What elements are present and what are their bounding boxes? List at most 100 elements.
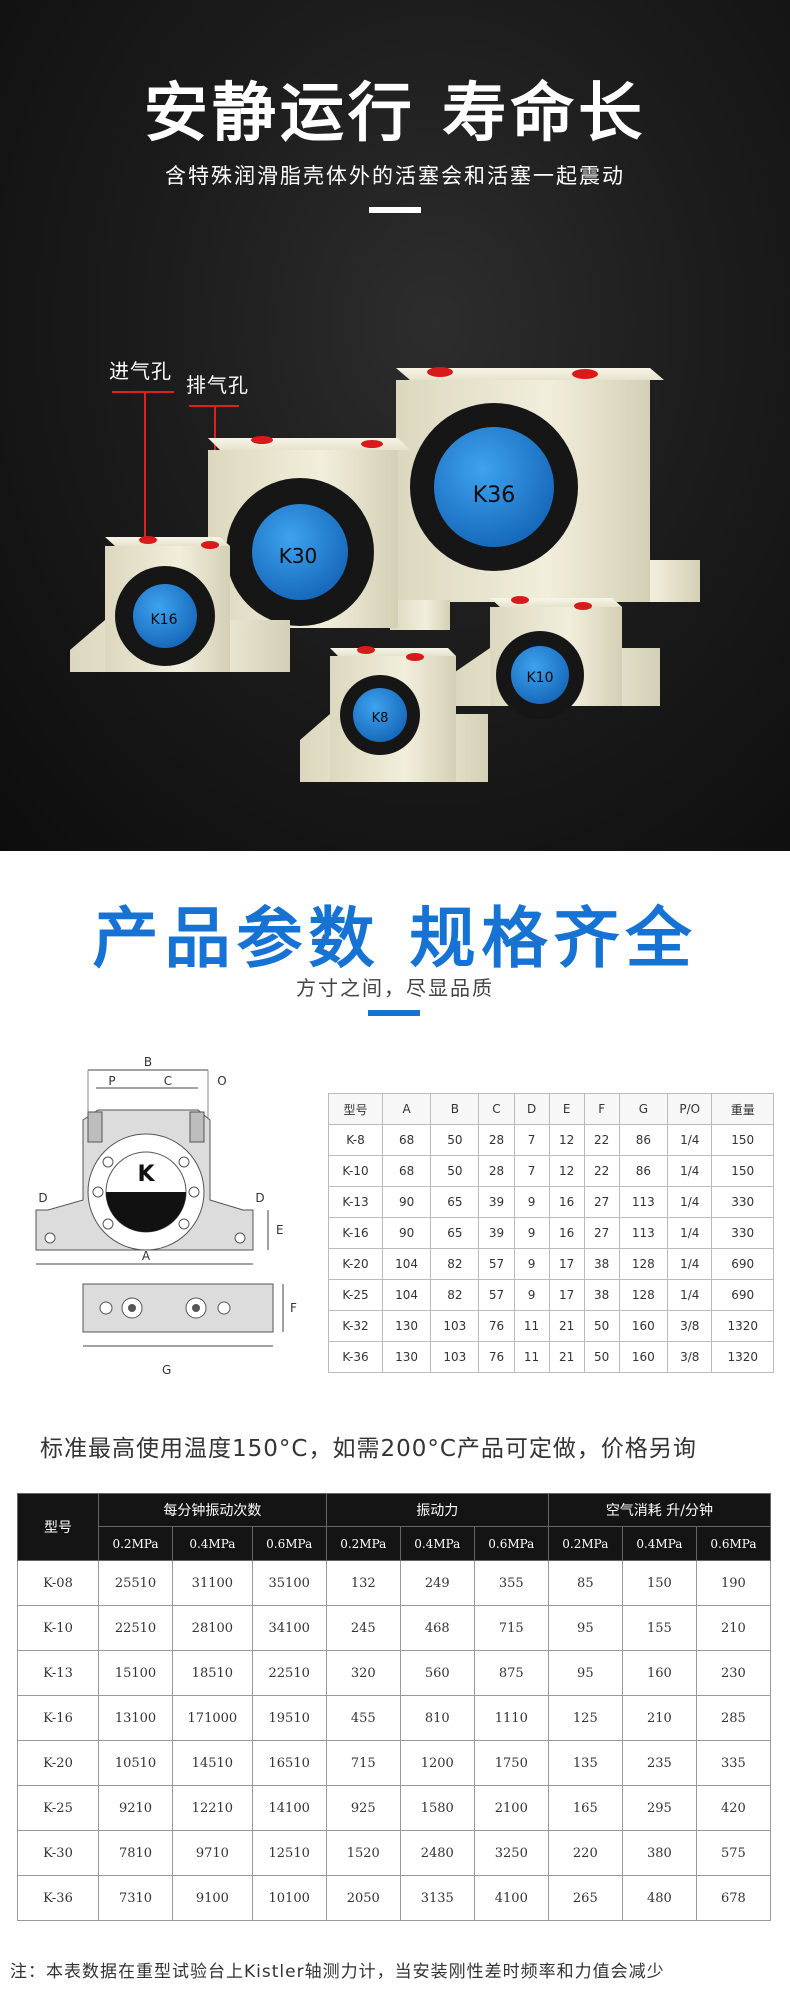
perf-pressure: 0.4MPa bbox=[399, 1526, 475, 1561]
dim-e: E bbox=[276, 1223, 284, 1237]
spec-cell: 12 bbox=[548, 1124, 585, 1156]
spec-cell: 50 bbox=[583, 1310, 620, 1342]
drawing-label-k: K bbox=[137, 1162, 155, 1187]
perf-cell: 7810 bbox=[97, 1830, 174, 1876]
spec-cell: 22 bbox=[583, 1124, 620, 1156]
spec-cell: 82 bbox=[430, 1248, 480, 1280]
perf-cell: 28100 bbox=[172, 1605, 253, 1651]
perf-cell: 1200 bbox=[399, 1740, 475, 1786]
perf-model-header: 型号 bbox=[17, 1493, 99, 1561]
spec-cell: 1/4 bbox=[666, 1124, 713, 1156]
spec-cell: 690 bbox=[711, 1248, 774, 1280]
spec-header: P/O bbox=[666, 1093, 713, 1125]
perf-cell-model: K-08 bbox=[17, 1560, 99, 1606]
dim-c: C bbox=[164, 1074, 172, 1088]
dim-b: B bbox=[144, 1055, 152, 1069]
perf-cell: 925 bbox=[325, 1785, 401, 1831]
perf-cell: 420 bbox=[695, 1785, 772, 1831]
spec-cell: 27 bbox=[583, 1186, 620, 1218]
perf-cell: 3250 bbox=[473, 1830, 549, 1876]
perf-cell: 15100 bbox=[97, 1650, 174, 1696]
perf-cell: 22510 bbox=[97, 1605, 174, 1651]
hero-divider bbox=[369, 207, 421, 213]
perf-cell: 95 bbox=[547, 1605, 623, 1651]
spec-cell: 150 bbox=[711, 1124, 774, 1156]
section-title: 产品参数 规格齐全 bbox=[92, 900, 698, 977]
spec-cell: 76 bbox=[478, 1310, 515, 1342]
spec-cell-model: K-16 bbox=[328, 1217, 383, 1249]
spec-cell: 330 bbox=[711, 1217, 774, 1249]
perf-cell: 10510 bbox=[97, 1740, 174, 1786]
perf-pressure-row: 0.2MPa 0.4MPa 0.6MPa 0.2MPa 0.4MPa 0.6MP… bbox=[18, 1526, 772, 1561]
spec-header: G bbox=[618, 1093, 668, 1125]
perf-cell: 125 bbox=[547, 1695, 623, 1741]
perf-cell: 132 bbox=[325, 1560, 401, 1606]
spec-cell: 65 bbox=[430, 1186, 480, 1218]
spec-cell: 1/4 bbox=[666, 1248, 713, 1280]
spec-cell: 9 bbox=[513, 1186, 550, 1218]
perf-cell: 22510 bbox=[251, 1650, 327, 1696]
spec-cell: 57 bbox=[478, 1248, 515, 1280]
spec-cell: 113 bbox=[618, 1186, 668, 1218]
perf-cell: 245 bbox=[325, 1605, 401, 1651]
callout-exhaust: 排气孔 bbox=[186, 373, 249, 397]
spec-cell: 16 bbox=[548, 1186, 585, 1218]
perf-cell: 560 bbox=[399, 1650, 475, 1696]
perf-cell: 10100 bbox=[251, 1875, 327, 1921]
dim-d-right: D bbox=[255, 1191, 264, 1205]
perf-cell: 165 bbox=[547, 1785, 623, 1831]
perf-cell: 575 bbox=[695, 1830, 772, 1876]
spec-cell: 39 bbox=[478, 1217, 515, 1249]
spec-cell: 28 bbox=[478, 1155, 515, 1187]
perf-group-frequency: 每分钟振动次数 bbox=[98, 1493, 327, 1527]
spec-cell: 76 bbox=[478, 1341, 515, 1373]
spec-cell: 1/4 bbox=[666, 1279, 713, 1311]
perf-pressure: 0.2MPa bbox=[547, 1526, 623, 1561]
spec-cell: 86 bbox=[618, 1124, 668, 1156]
perf-cell: 210 bbox=[695, 1605, 772, 1651]
perf-cell: 16510 bbox=[251, 1740, 327, 1786]
perf-cell: 715 bbox=[325, 1740, 401, 1786]
spec-cell: 160 bbox=[618, 1341, 668, 1373]
spec-cell: 130 bbox=[381, 1341, 432, 1373]
perf-cell-model: K-13 bbox=[17, 1650, 99, 1696]
perf-cell: 9710 bbox=[172, 1830, 253, 1876]
spec-cell: 21 bbox=[548, 1341, 585, 1373]
perf-pressure: 0.2MPa bbox=[97, 1526, 174, 1561]
perf-cell: 1580 bbox=[399, 1785, 475, 1831]
dimension-drawing: B C P O K D D E A F bbox=[35, 1055, 297, 1347]
spec-cell: 90 bbox=[381, 1217, 432, 1249]
perf-cell: 7310 bbox=[97, 1875, 174, 1921]
perf-cell: 171000 bbox=[172, 1695, 253, 1741]
perf-cell: 14510 bbox=[172, 1740, 253, 1786]
spec-cell-model: K-36 bbox=[328, 1341, 383, 1373]
perf-cell: 2480 bbox=[399, 1830, 475, 1876]
spec-cell-model: K-10 bbox=[328, 1155, 383, 1187]
perf-cell: 320 bbox=[325, 1650, 401, 1696]
dim-f: F bbox=[290, 1301, 297, 1315]
perf-pressure: 0.4MPa bbox=[172, 1526, 253, 1561]
perf-cell: 18510 bbox=[172, 1650, 253, 1696]
perf-pressure: 0.6MPa bbox=[473, 1526, 549, 1561]
perf-cell: 85 bbox=[547, 1560, 623, 1606]
perf-cell: 35100 bbox=[251, 1560, 327, 1606]
section-divider bbox=[368, 1010, 420, 1016]
spec-cell: 28 bbox=[478, 1124, 515, 1156]
perf-cell: 150 bbox=[621, 1560, 697, 1606]
spec-cell: 12 bbox=[548, 1155, 585, 1187]
spec-cell: 128 bbox=[618, 1248, 668, 1280]
spec-cell-model: K-25 bbox=[328, 1279, 383, 1311]
vibrator-label-k16: K16 bbox=[151, 612, 178, 628]
spec-cell: 103 bbox=[430, 1341, 480, 1373]
vibrators-illustration: K36 K30 K16 bbox=[70, 367, 700, 782]
perf-group-force: 振动力 bbox=[325, 1493, 549, 1527]
perf-cell: 480 bbox=[621, 1875, 697, 1921]
